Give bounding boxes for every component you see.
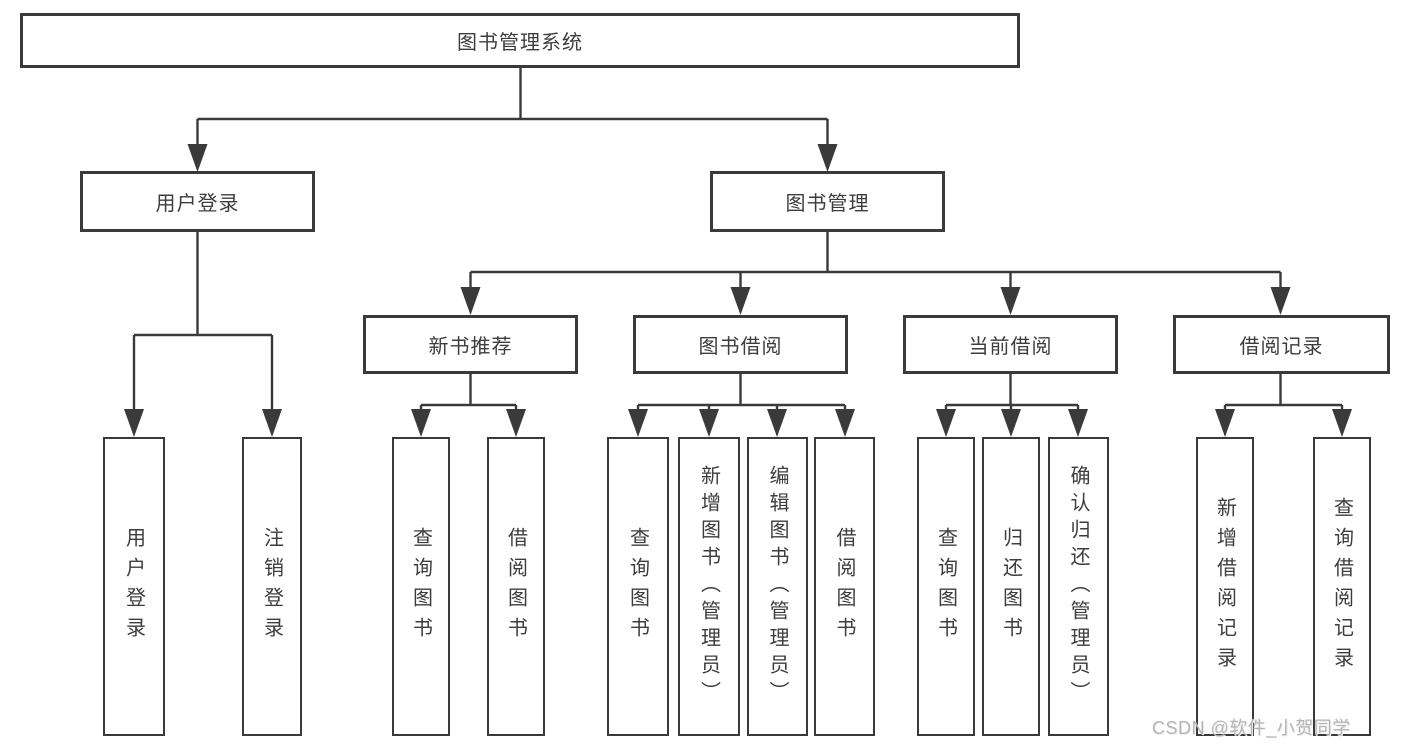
leaf-add-borrow-record: 新增借阅记录 [1196,437,1254,736]
leaf-confirm-return-admin: 确认归还（管理员） [1048,437,1109,736]
leaf-query-books-borrow: 查询图书 [607,437,669,736]
node-new-book-recommend: 新书推荐 [363,315,578,374]
leaf-query-books-recommend: 查询图书 [392,437,450,736]
node-book-management: 图书管理 [710,171,945,232]
csdn-watermark: CSDN @软件_小贺同学 [1152,718,1351,738]
leaf-query-books-current: 查询图书 [917,437,975,736]
leaf-return-book: 归还图书 [982,437,1040,736]
leaf-query-borrow-record: 查询借阅记录 [1313,437,1371,736]
leaf-edit-book-admin: 编辑图书（管理员） [747,437,808,736]
node-borrow-records: 借阅记录 [1173,315,1390,374]
node-book-borrow: 图书借阅 [633,315,848,374]
leaf-borrow-books-recommend: 借阅图书 [487,437,545,736]
leaf-add-book-admin: 新增图书（管理员） [678,437,740,736]
node-root-system: 图书管理系统 [20,13,1020,68]
arrowheads [124,144,1352,437]
leaf-borrow-books-borrow: 借阅图书 [814,437,875,736]
leaf-user-login: 用户登录 [103,437,165,736]
leaf-logout: 注销登录 [242,437,302,736]
node-user-login: 用户登录 [80,171,315,232]
node-current-borrow: 当前借阅 [903,315,1118,374]
